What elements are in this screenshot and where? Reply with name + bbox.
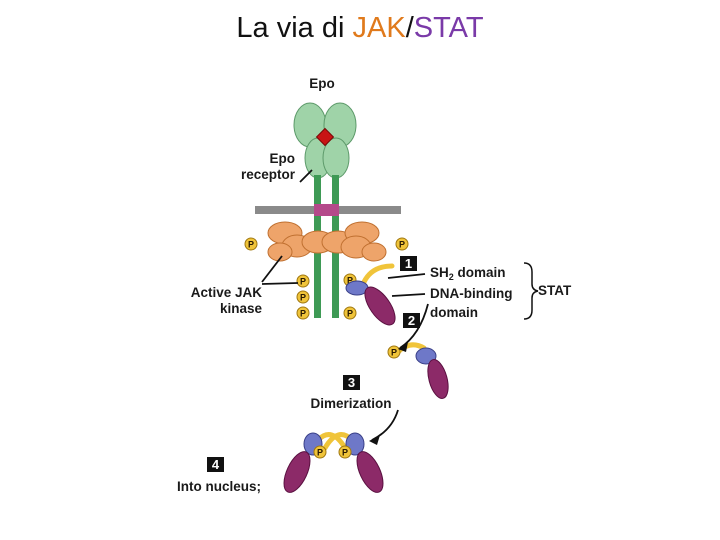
stat-phosphorylated: P (387, 342, 449, 399)
svg-text:1: 1 (405, 256, 412, 271)
label-epo: Epo (309, 76, 335, 91)
label-sh2-domain: SH2 domain (430, 265, 506, 282)
svg-text:P: P (399, 240, 405, 250)
epo-receptor-extracellular (304, 137, 350, 179)
arrowhead-stat-release (398, 342, 408, 352)
label-into-nucleus: Into nucleus; (177, 479, 261, 494)
svg-text:4: 4 (212, 457, 220, 472)
sh2-subscript: 2 (449, 272, 454, 282)
label-active-jak-line2: kinase (220, 301, 263, 316)
step-4-box: 4 (207, 457, 224, 472)
svg-text:P: P (347, 309, 353, 319)
svg-text:P: P (300, 293, 306, 303)
stat-bracket (523, 262, 539, 320)
phosphate-jak-left: P (244, 237, 258, 251)
svg-text:P: P (391, 348, 397, 358)
title-separator: / (405, 12, 414, 44)
title-jak: JAK (352, 12, 406, 44)
stat-docked (345, 263, 396, 326)
stat-dimer: P P (283, 432, 384, 493)
label-stat: STAT (538, 283, 572, 298)
label-dna-binding-line2: domain (430, 305, 478, 320)
arrowhead-dimerization (369, 435, 380, 445)
receptor-transmembrane (314, 204, 339, 216)
phosphate-receptor-right-2: P (343, 306, 357, 320)
svg-text:3: 3 (348, 375, 355, 390)
svg-text:2: 2 (408, 313, 415, 328)
phosphate-jak-right: P (395, 237, 409, 251)
label-dna-binding-line1: DNA-binding (430, 286, 512, 301)
jak-kinase-complex (267, 221, 387, 262)
phosphate-receptor-left-1: P (296, 274, 310, 288)
title-stat: STAT (413, 12, 484, 44)
title-prefix: La via di (236, 12, 353, 44)
step-2-box: 2 (403, 313, 420, 328)
svg-text:P: P (317, 448, 323, 458)
svg-text:P: P (248, 240, 254, 250)
label-active-jak-line1: Active JAK (191, 285, 263, 300)
step-1-box: 1 (400, 256, 417, 271)
svg-text:P: P (342, 448, 348, 458)
svg-text:P: P (300, 309, 306, 319)
label-epo-receptor-line1: Epo (270, 151, 296, 166)
label-dimerization: Dimerization (310, 396, 391, 411)
sh2-suffix: domain (454, 265, 506, 280)
sh2-prefix: SH (430, 265, 449, 280)
svg-text:P: P (347, 276, 353, 286)
epo-binding-diamond (315, 127, 335, 147)
phosphate-receptor-left-2: P (296, 290, 310, 304)
svg-text:P: P (300, 277, 306, 287)
phosphate-receptor-left-3: P (296, 306, 310, 320)
step-3-box: 3 (343, 375, 360, 390)
label-epo-receptor-line2: receptor (241, 167, 296, 182)
slide-title: La via di JAK/STAT (0, 12, 720, 45)
